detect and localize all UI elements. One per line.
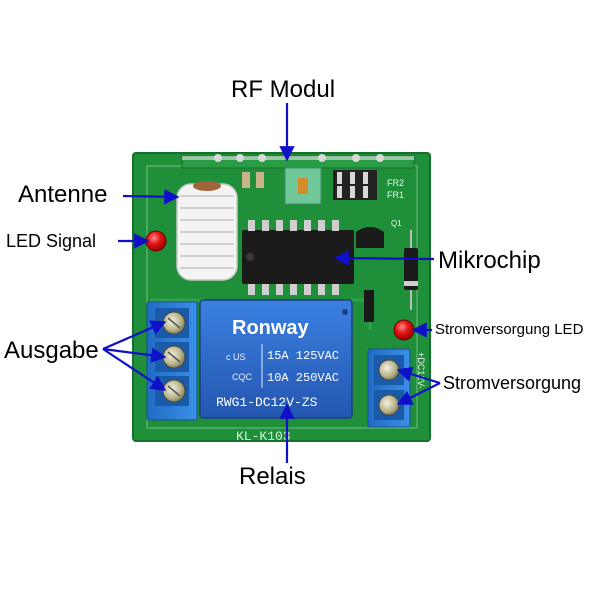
microchip	[242, 220, 354, 295]
power-screw-1	[378, 359, 400, 381]
relay-cert-ul: c US	[226, 352, 246, 362]
transistor	[356, 227, 384, 248]
arrow-ausgabe-2	[102, 347, 167, 363]
relay-model: RWG1-DC12V-ZS	[216, 395, 318, 410]
board-id: KL-K103	[236, 429, 291, 444]
label-led-signal: LED Signal	[6, 231, 97, 251]
relay-rating-2: 10A 250VAC	[267, 371, 339, 385]
label-stromversorgung-led: Stromversorgung LED	[435, 321, 584, 338]
antenna-coil	[176, 181, 238, 281]
label-mikrochip: Mikrochip	[438, 247, 541, 274]
label-stromversorgung: Stromversorgung	[443, 373, 582, 393]
callout-arrows	[102, 103, 441, 463]
label-antenne: Antenne	[18, 181, 108, 208]
label-rf-modul: RF Modul	[231, 76, 336, 103]
relay-brand: Ronway	[232, 317, 310, 339]
silkscreen-fr1: FR1	[387, 190, 404, 200]
arrow-stromversorgung-1	[396, 366, 441, 385]
rf-module	[181, 154, 415, 205]
arrow-ausgabe-1	[102, 320, 167, 351]
silkscreen-q1: Q1	[391, 219, 402, 228]
relay-rating-1: 15A 125VAC	[267, 349, 339, 363]
arrow-mikrochip	[333, 250, 435, 266]
power-terminal-text: +DC12V-	[416, 352, 426, 389]
arrow-ausgabe-3	[102, 348, 167, 391]
label-ausgabe: Ausgabe	[4, 337, 99, 364]
resistor	[364, 290, 374, 322]
silkscreen-fr2: FR2	[387, 178, 404, 188]
signal-led	[145, 230, 167, 252]
arrow-antenne	[122, 189, 180, 205]
relay: Ronway c US CQC 15A 125VAC 10A 250VAC RW…	[199, 299, 353, 419]
power-led	[393, 319, 415, 341]
relay-cert-cqc: CQC	[232, 372, 253, 382]
power-screw-2	[378, 394, 400, 416]
arrow-stromversorgung-2	[396, 382, 441, 405]
label-relais: Relais	[239, 463, 306, 490]
